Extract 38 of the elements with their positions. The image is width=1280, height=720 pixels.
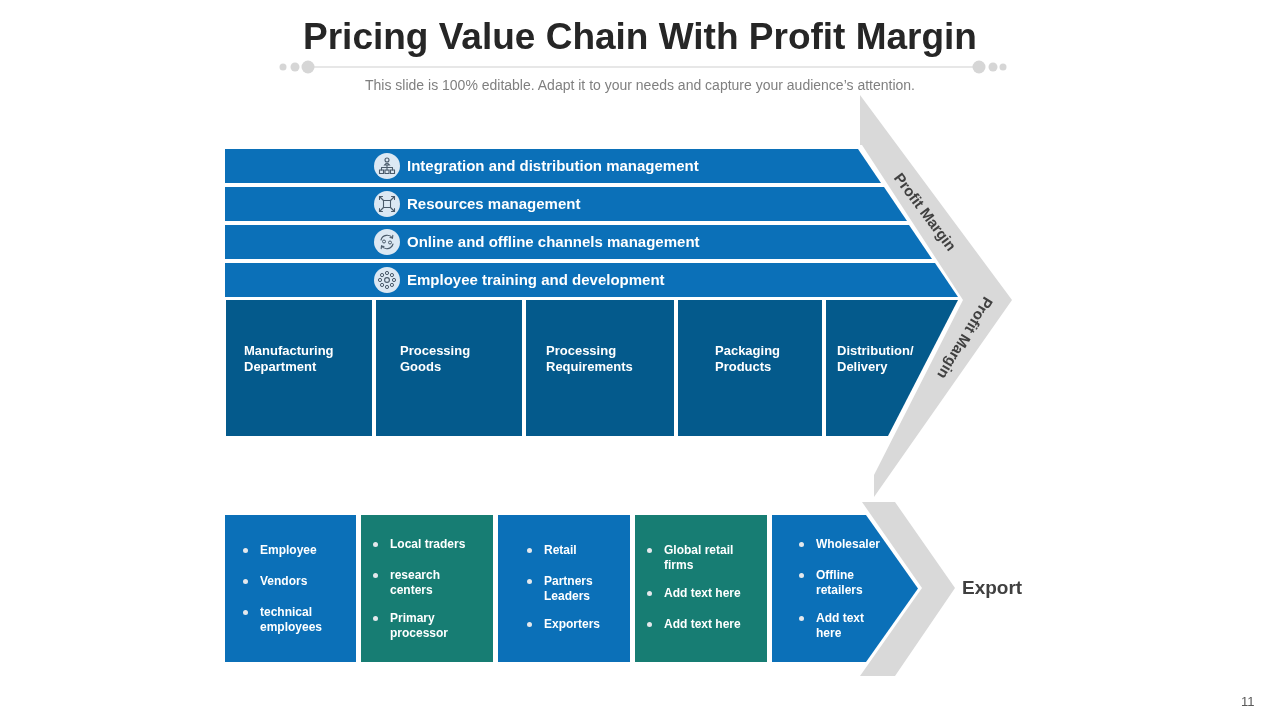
- list-item: research centers: [390, 567, 442, 598]
- stage-panel: [226, 300, 372, 436]
- list-item: Vendors: [260, 573, 308, 589]
- list-item: Add text here: [664, 616, 741, 632]
- list-item: Local traders: [390, 536, 466, 552]
- subtitle: This slide is 100% editable. Adapt it to your needs and capture your audience’s attention.: [365, 76, 915, 94]
- detail-panel: [498, 515, 630, 662]
- slide-title: Pricing Value Chain With Profit Margin: [303, 15, 977, 59]
- list-item: Exporters: [544, 616, 601, 632]
- stage-panel: [376, 300, 522, 436]
- detail-panel: [225, 515, 356, 662]
- stage-title: Processing Goods: [400, 343, 471, 375]
- detail-panel: [361, 515, 493, 662]
- list-item: Global retail firms: [664, 542, 735, 573]
- page-number: 11: [1241, 694, 1255, 710]
- detail-panel: [635, 515, 767, 662]
- stage-title: Manufacturing Department: [244, 343, 334, 375]
- list-item: Primary processor: [390, 610, 450, 641]
- chevron-caption: Export: [962, 577, 1023, 599]
- band-title: Integration and distribution management: [407, 156, 699, 176]
- band-title: Employee training and development: [407, 270, 665, 290]
- list-item: Employee: [260, 542, 317, 558]
- list-item: technical employees: [260, 604, 324, 635]
- list-item: Retail: [544, 542, 577, 558]
- header-band: [225, 263, 958, 297]
- stage-title: Processing Requirements: [546, 343, 633, 375]
- stage-title: Packaging Products: [715, 343, 781, 375]
- band-title: Resources management: [407, 194, 581, 214]
- list-item: Wholesaler: [816, 536, 881, 552]
- list-item: Add text here: [816, 610, 865, 641]
- stage-panel: [678, 300, 822, 436]
- header-band: [225, 149, 881, 183]
- list-item: Add text here: [664, 585, 741, 601]
- band-title: Online and offline channels management: [407, 232, 700, 252]
- list-item: Offline retailers: [816, 567, 864, 598]
- list-item: Partners Leaders: [544, 573, 594, 604]
- stage-title: Distribution/ Delivery: [837, 343, 914, 375]
- stage-panel: [526, 300, 674, 436]
